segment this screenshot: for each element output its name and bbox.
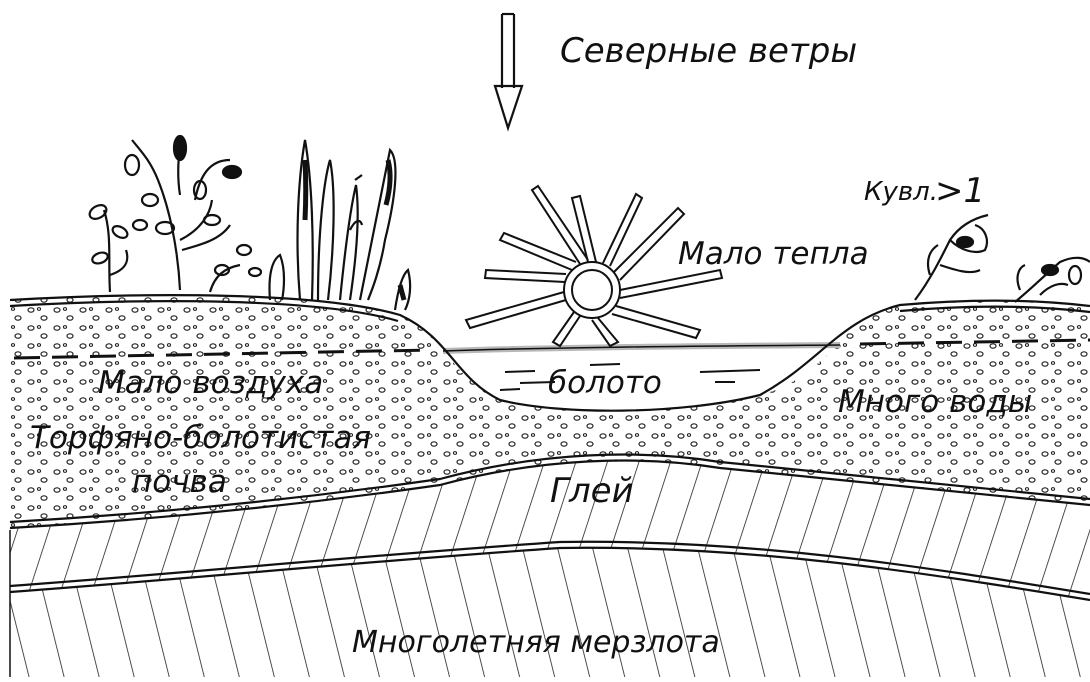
little-air-label: Мало воздуха [98,365,323,401]
down-arrow-icon [495,14,522,128]
soil-label-line1: Торфяно-болотистая [30,420,371,456]
much-water-label: Много воды [838,384,1032,420]
shrub-icon [87,136,261,292]
permafrost-label: Многолетняя мерзлота [352,625,720,660]
gley-label: Глей [550,471,634,511]
reed-icon [269,140,410,310]
north-winds-label: Северные ветры [560,31,857,71]
coefficient-label: Кувл. [864,177,938,207]
coefficient-value: >1 [935,171,985,211]
soil-label-line2: почва [132,464,227,500]
small-plant-icon [915,215,1090,302]
swamp-label: болото [548,365,662,401]
little-heat-label: Мало тепла [678,236,869,272]
